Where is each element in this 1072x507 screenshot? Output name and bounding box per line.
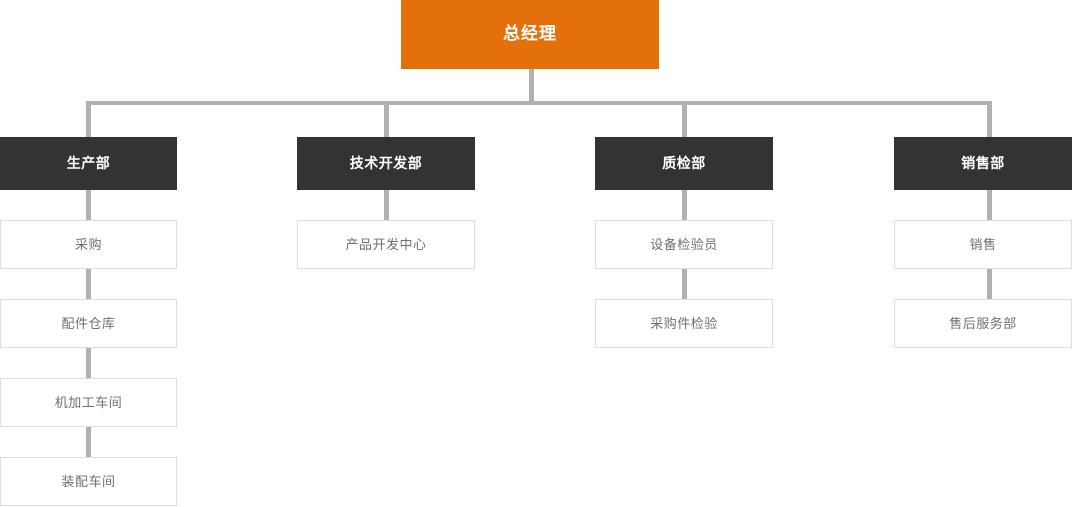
node-unit-parts-warehouse[interactable]: 配件仓库 <box>0 299 177 348</box>
connector-col1-unit3-to-unit4 <box>86 427 91 457</box>
connector-drop-col3 <box>682 101 687 139</box>
connector-drop-col1 <box>86 101 91 139</box>
node-unit-after-sales-service[interactable]: 售后服务部 <box>894 299 1072 348</box>
connector-col4-unit1-to-unit2 <box>987 269 992 299</box>
node-department-label: 生产部 <box>66 155 111 172</box>
node-department-label: 质检部 <box>662 155 706 172</box>
node-unit-label: 机加工车间 <box>54 394 123 410</box>
connector-col4-dept-to-unit1 <box>987 190 992 220</box>
connector-drop-col4 <box>987 101 992 139</box>
connector-col1-unit1-to-unit2 <box>86 269 91 299</box>
connector-col1-unit2-to-unit3 <box>86 348 91 378</box>
node-department-label: 销售部 <box>961 155 1005 172</box>
node-unit-label: 采购 <box>74 236 102 252</box>
node-unit-assembly-workshop[interactable]: 装配车间 <box>0 457 177 506</box>
node-department-production[interactable]: 生产部 <box>0 137 177 190</box>
node-department-quality[interactable]: 质检部 <box>595 137 773 190</box>
node-department-sales[interactable]: 销售部 <box>894 137 1072 190</box>
node-department-technology[interactable]: 技术开发部 <box>297 137 475 190</box>
node-root-general-manager[interactable]: 总经理 <box>401 0 659 69</box>
connector-col3-unit1-to-unit2 <box>682 269 687 299</box>
node-unit-label: 装配车间 <box>61 473 116 489</box>
connector-col1-dept-to-unit1 <box>86 190 91 220</box>
node-unit-sales[interactable]: 销售 <box>894 220 1072 269</box>
node-unit-purchased-parts-inspection[interactable]: 采购件检验 <box>595 299 773 348</box>
node-unit-label: 销售 <box>969 236 997 252</box>
node-unit-procurement[interactable]: 采购 <box>0 220 177 269</box>
node-department-label: 技术开发部 <box>349 155 423 172</box>
node-unit-equipment-inspector[interactable]: 设备检验员 <box>595 220 773 269</box>
node-unit-product-development-center[interactable]: 产品开发中心 <box>297 220 475 269</box>
node-unit-label: 设备检验员 <box>650 236 718 252</box>
node-unit-machining-workshop[interactable]: 机加工车间 <box>0 378 177 427</box>
node-unit-label: 产品开发中心 <box>345 236 427 252</box>
node-unit-label: 售后服务部 <box>949 315 1017 331</box>
connector-col2-dept-to-unit1 <box>384 190 389 220</box>
connector-col3-dept-to-unit1 <box>682 190 687 220</box>
connector-root-stem <box>529 69 534 105</box>
node-unit-label: 采购件检验 <box>650 315 718 331</box>
connector-drop-col2 <box>384 101 389 139</box>
node-unit-label: 配件仓库 <box>61 315 116 331</box>
connector-horizontal-bus <box>86 101 992 105</box>
node-root-label: 总经理 <box>503 24 557 44</box>
